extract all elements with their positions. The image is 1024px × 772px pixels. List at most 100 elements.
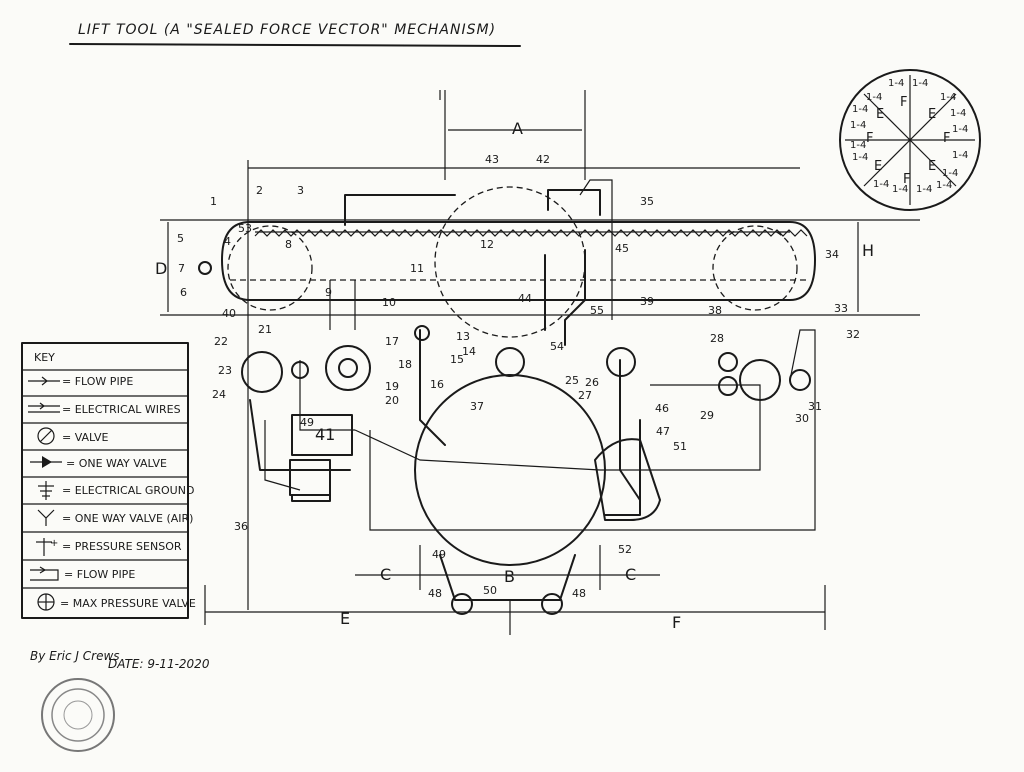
compass-range-9: 1-4 — [892, 184, 908, 195]
part-16: 16 — [430, 378, 444, 391]
compass-range-16: 1-4 — [936, 180, 952, 191]
part-35: 35 — [640, 195, 654, 208]
part-39: 39 — [640, 295, 654, 308]
compass-range-6: 1-4 — [952, 150, 968, 161]
part-20: 20 — [385, 394, 399, 407]
one-way-valve-icon — [30, 456, 62, 468]
top-tank — [221, 221, 816, 311]
part-34: 34 — [825, 248, 839, 261]
part-27: 27 — [578, 389, 592, 402]
part-17: 17 — [385, 335, 399, 348]
signature-author: By Eric J Crews — [30, 649, 120, 663]
compass-range-13: 1-4 — [850, 120, 866, 131]
part-28: 28 — [710, 332, 724, 345]
title-underline — [69, 43, 521, 47]
part-54: 54 — [550, 340, 564, 353]
key-label-6: = ONE WAY VALVE (AIR) — [62, 512, 193, 525]
part-36: 36 — [234, 520, 248, 533]
part-22: 22 — [214, 335, 228, 348]
part-45: 45 — [615, 242, 629, 255]
compass-range-12: 1-4 — [850, 140, 866, 151]
compass-inner-4: E — [928, 159, 936, 174]
part-6: 6 — [180, 286, 187, 299]
part-26: 26 — [585, 376, 599, 389]
part-3: 3 — [297, 184, 304, 197]
part-30: 30 — [795, 412, 809, 425]
max-pressure-valve-icon — [37, 593, 55, 611]
compass-range-11: 1-4 — [852, 152, 868, 163]
part-38: 38 — [708, 304, 722, 317]
dimension-lines — [160, 90, 920, 635]
key-label-9: = MAX PRESSURE VALVE — [60, 597, 196, 610]
compass-range-15: 1-4 — [866, 92, 882, 103]
part-11: 11 — [410, 262, 424, 275]
compass-range-5: 1-4 — [952, 124, 968, 135]
pressure-sensor-icon: + — [36, 538, 58, 556]
lower-sphere — [414, 374, 606, 566]
dim-C-right: C — [625, 565, 636, 584]
compass-inner-2: E — [928, 107, 936, 122]
battery-base — [291, 494, 331, 502]
svg-text:+: + — [50, 538, 58, 549]
part-49-box: 49 — [300, 416, 314, 429]
part-47: 47 — [656, 425, 670, 438]
part-46: 46 — [655, 402, 669, 415]
part-43: 43 — [485, 153, 499, 166]
force-vector-compass: F E F E F E F E 1-4 1-4 1-4 1-4 1-4 1-4 … — [839, 69, 981, 211]
compass-range-7: 1-4 — [942, 168, 958, 179]
compass-range-8: 1-4 — [916, 184, 932, 195]
part-21: 21 — [258, 323, 272, 336]
electrical-ground-icon — [38, 481, 54, 500]
part-31: 31 — [808, 400, 822, 413]
part-14: 14 — [462, 345, 476, 358]
compass-range-1: 1-4 — [888, 78, 904, 89]
valve-icon — [37, 427, 55, 445]
part-53: 53 — [238, 222, 252, 235]
compass-inner-7: F — [866, 131, 873, 146]
part-8: 8 — [285, 238, 292, 251]
part-42: 42 — [536, 153, 550, 166]
dim-B: B — [504, 567, 515, 586]
title-text: LIFT TOOL (A "SEALED FORCE VECTOR" MECHA… — [78, 22, 496, 38]
part-41: 41 — [315, 425, 335, 444]
key-label-4: = ONE WAY VALVE — [66, 457, 167, 470]
compass-inner-8: E — [876, 107, 884, 122]
key-label-3: = VALVE — [62, 431, 109, 444]
part-15: 15 — [450, 353, 464, 366]
part-18: 18 — [398, 358, 412, 371]
compass-inner-5: F — [903, 172, 910, 187]
compass-range-3: 1-4 — [940, 92, 956, 103]
one-way-valve-air-icon — [37, 509, 55, 526]
key-heading: KEY — [34, 351, 55, 364]
compass-range-4: 1-4 — [950, 108, 966, 119]
electrical-wires-icon — [28, 402, 60, 413]
signature-date: DATE: 9-11-2020 — [108, 657, 210, 671]
part-40: 40 — [222, 307, 236, 320]
part-2: 2 — [256, 184, 263, 197]
stand — [439, 554, 576, 601]
part-labels: 1 2 3 4 5 6 7 8 9 10 11 12 13 14 15 16 1… — [177, 153, 860, 600]
dim-F: F — [672, 613, 681, 632]
dim-A: A — [512, 119, 523, 138]
part-51: 51 — [673, 440, 687, 453]
part-9: 9 — [325, 286, 332, 299]
part-55: 55 — [590, 304, 604, 317]
battery-36 — [289, 459, 331, 496]
seal-stamp — [41, 678, 115, 752]
part-48-left: 48 — [428, 587, 442, 600]
box-41 — [291, 414, 353, 456]
chain-51 — [594, 438, 661, 521]
part-37: 37 — [470, 400, 484, 413]
dim-D: D — [155, 259, 167, 278]
compass-range-10: 1-4 — [873, 179, 889, 190]
part-44: 44 — [518, 292, 532, 305]
part-10: 10 — [382, 296, 396, 309]
valves — [198, 261, 811, 615]
key-label-8: = FLOW PIPE — [64, 568, 135, 581]
part-25: 25 — [565, 374, 579, 387]
flow-pipes — [249, 179, 816, 531]
part-49-lower: 49 — [432, 548, 446, 561]
flow-pipe-icon — [28, 376, 60, 386]
compass-inner-6: E — [874, 159, 882, 174]
